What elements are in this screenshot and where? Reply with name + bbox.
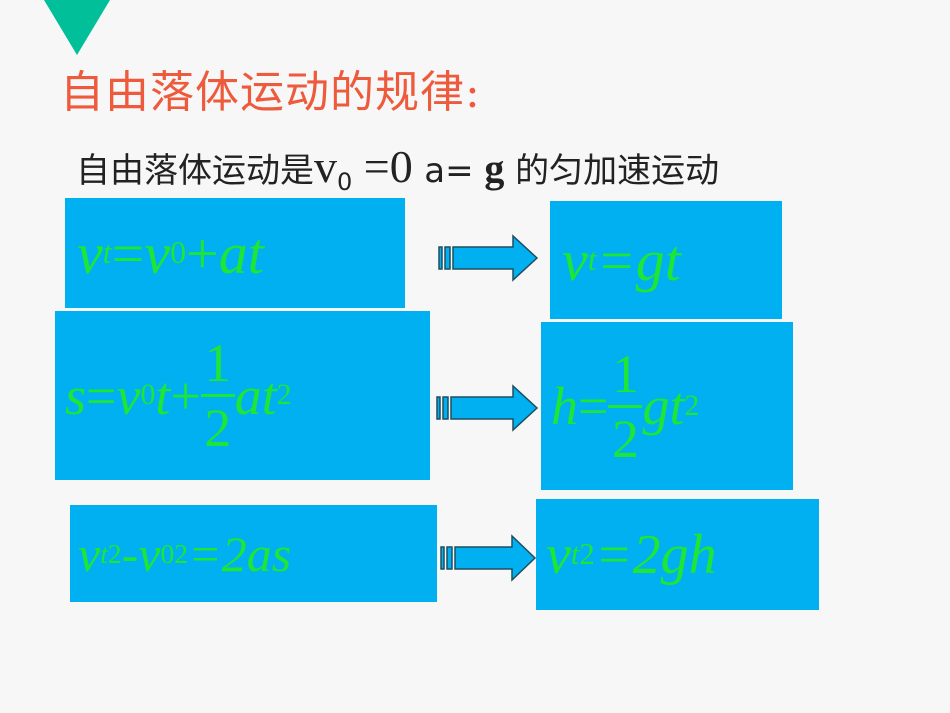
arrow-right-icon [440,534,537,582]
f: + [186,220,219,286]
f: v [546,523,571,586]
f: + [170,365,201,426]
f: 0 [140,379,156,411]
denominator: 2 [611,408,639,469]
f: - [121,525,139,582]
f: t [587,242,597,277]
f: = [111,220,145,286]
equals-zero: =0 [352,141,425,192]
f: 0 [160,537,175,569]
v-subscript: 0 [337,167,353,196]
a-equals: a= [424,151,485,191]
f: 2 [174,537,188,569]
slide-title: 自由落体运动的规律: [60,67,481,118]
f: 2 [276,379,292,411]
f: t [100,537,108,569]
f: v [562,227,588,293]
f: =2gh [594,523,717,586]
f: v [116,365,141,426]
g-symbol: g [484,146,505,191]
subtitle: 自由落体运动是v0 =0 a= g 的匀加速运动 [76,140,719,196]
subtitle-prefix: 自由落体运动是 [76,151,314,191]
f: = [86,365,117,426]
f: v [77,220,103,286]
denominator: 2 [204,398,232,458]
f: at [234,365,277,426]
f: v [78,525,101,582]
f: =2as [187,525,292,582]
decorative-triangle [44,0,110,55]
f: 2 [684,389,700,422]
f: 2 [579,537,595,571]
f: v [144,220,171,286]
arrow-right-icon [436,384,539,432]
f: 0 [170,235,187,270]
f: h [551,376,578,436]
f: t [102,235,112,270]
arrow-right-icon [438,234,539,282]
subtitle-suffix: 的匀加速运动 [504,151,720,191]
numerator: 1 [611,343,639,404]
f: t [155,365,171,426]
f: = [578,376,609,436]
f: s [65,365,87,426]
f: v [138,525,161,582]
f: 2 [107,537,122,569]
f: =gt [596,227,681,293]
f: t [570,537,580,571]
numerator: 1 [204,333,232,393]
f: at [218,220,264,286]
v-symbol: v [314,141,337,192]
f: gt [642,376,685,436]
